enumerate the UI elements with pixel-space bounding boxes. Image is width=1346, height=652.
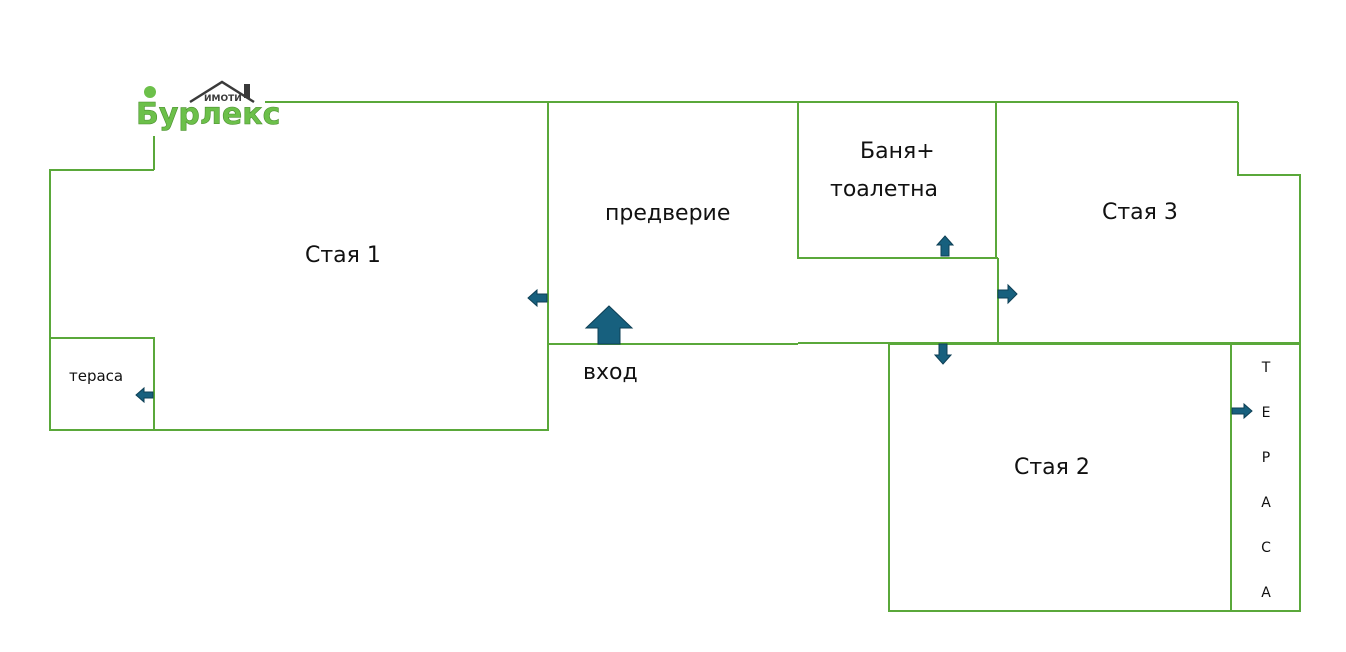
room2-label: Стая 2 [1014,455,1090,480]
arrow-down-room2-icon [933,343,953,365]
terrace-small-label: тераса [69,367,123,385]
logo-subtitle: ИМОТИ [204,94,242,104]
burleks-logo: ИМОТИ Бурлекс [136,80,281,132]
terrace-letter: Т [1261,360,1271,376]
room1-label: Стая 1 [305,243,381,268]
terrace-letter: С [1261,540,1271,556]
bath-label-line1: Баня+ [860,139,935,164]
hall-label: предверие [605,201,730,226]
terrace-letter: Е [1262,405,1271,421]
logo-brand: Бурлекс [136,97,280,132]
arrow-right-room3-icon [997,283,1018,305]
arrow-right-terrace-icon [1231,402,1253,420]
arrow-left-terrace-icon [135,386,154,404]
terrace-letter: Р [1262,450,1270,466]
walls [49,101,1301,612]
arrow-up-bath-icon [935,235,955,257]
entrance-arrow-icon [584,305,634,345]
terrace-vertical-label: Т Е Р А С А [1261,360,1271,601]
arrow-left-room1-icon [527,288,548,308]
bath-label-line2: тоалетна [830,177,938,202]
terrace-letter: А [1261,495,1271,511]
terrace-letter: А [1261,585,1271,601]
room3-label: Стая 3 [1102,200,1178,225]
door-arrows [135,235,1253,420]
entrance-label: вход [583,360,638,385]
